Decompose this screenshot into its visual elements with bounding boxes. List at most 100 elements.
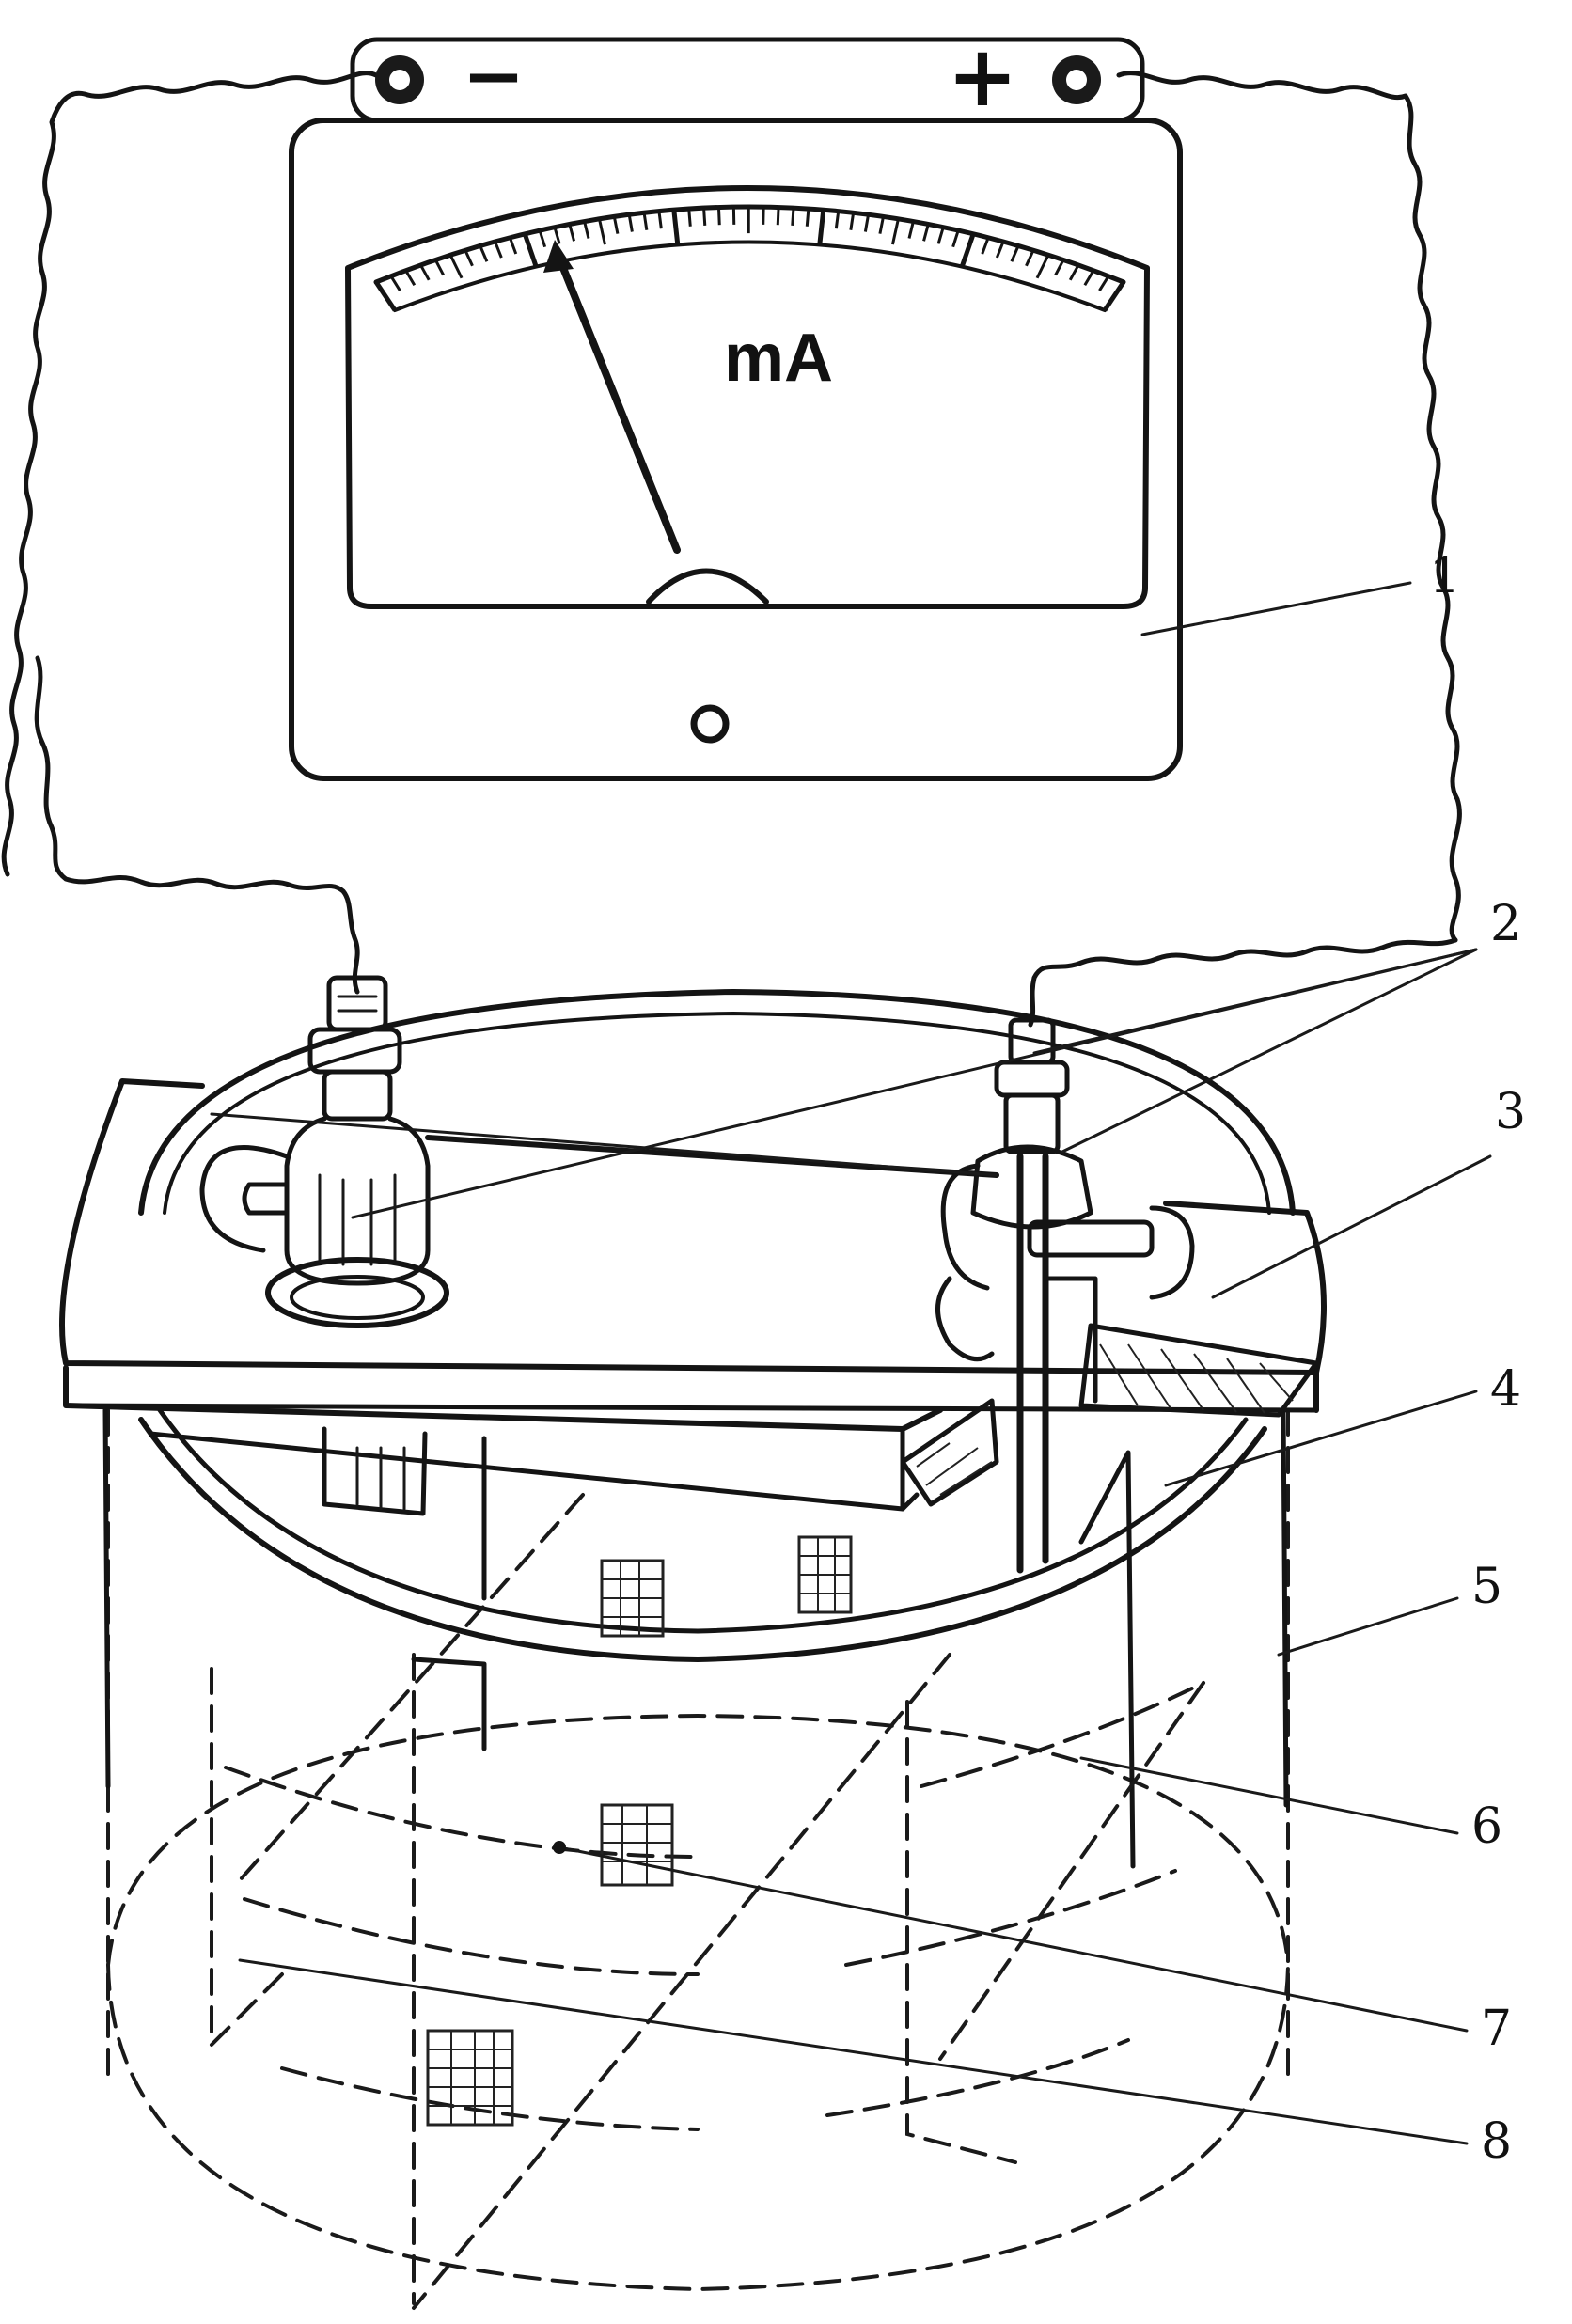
callout-8: 8 bbox=[1481, 2113, 1512, 2170]
positive-terminal-label: + bbox=[947, 26, 1017, 126]
scale-tick bbox=[702, 208, 707, 226]
left-terminal-post bbox=[199, 975, 449, 1328]
scale-tick bbox=[936, 227, 945, 244]
scale-tick bbox=[1098, 275, 1110, 291]
leader-2b bbox=[351, 948, 1478, 1219]
needle-pivot bbox=[646, 568, 769, 605]
scale-tick bbox=[642, 212, 649, 230]
leader-8 bbox=[238, 1958, 1469, 2145]
sample-mesh-center bbox=[600, 1803, 674, 1887]
leader-2d bbox=[210, 1112, 998, 1177]
leader-2c bbox=[1061, 948, 1478, 1154]
scale-tick bbox=[583, 221, 590, 239]
leader-5 bbox=[1277, 1596, 1459, 1657]
scale-tick bbox=[1054, 259, 1065, 276]
callout-4: 4 bbox=[1490, 1361, 1521, 1418]
scale-tick bbox=[508, 237, 518, 255]
leader-lines bbox=[210, 581, 1492, 2145]
callout-numbers: 1 2 3 4 5 6 7 8 bbox=[1429, 548, 1526, 2170]
scale-tick bbox=[951, 229, 960, 248]
wire-positive bbox=[1116, 71, 1462, 943]
scale-tick bbox=[522, 232, 539, 268]
scale-tick bbox=[878, 216, 885, 234]
scale-tick bbox=[791, 208, 795, 226]
scale-tick bbox=[995, 241, 1005, 259]
vessel-rim-back bbox=[138, 989, 1296, 1216]
scale-ticks bbox=[373, 207, 1126, 312]
callout-1: 1 bbox=[1429, 548, 1460, 605]
lid-top bbox=[59, 1078, 1327, 1375]
scale-tick bbox=[1068, 264, 1080, 281]
scale-tick bbox=[671, 209, 681, 245]
callout-5: 5 bbox=[1471, 1559, 1502, 1615]
scale-arc-inner bbox=[393, 240, 1107, 312]
dial-window bbox=[345, 185, 1150, 609]
sample-mesh-back-right bbox=[797, 1535, 853, 1614]
wire-negative bbox=[1, 71, 379, 877]
scale-tick bbox=[907, 221, 915, 239]
milliammeter: − + mA bbox=[289, 26, 1183, 781]
scale-tick bbox=[1025, 249, 1035, 267]
scale-tick bbox=[1102, 280, 1126, 312]
sample-mesh-bottom bbox=[426, 2029, 514, 2127]
scale-tick bbox=[373, 280, 398, 312]
leader-3 bbox=[1211, 1154, 1492, 1299]
callout-2: 2 bbox=[1490, 896, 1521, 952]
scale-tick bbox=[553, 227, 561, 244]
scale-tick bbox=[849, 212, 856, 230]
scale-tick bbox=[538, 229, 547, 248]
leader-7 bbox=[558, 1845, 1469, 2033]
scale-tick bbox=[687, 208, 692, 227]
meter-needle bbox=[556, 255, 681, 554]
lid bbox=[59, 1078, 1327, 1512]
right-terminal-post bbox=[935, 1017, 1195, 1574]
negative-terminal-screw bbox=[375, 55, 424, 104]
sample-mesh-back-left bbox=[600, 1559, 665, 1638]
scale-tick bbox=[981, 237, 990, 255]
scale-tick bbox=[817, 209, 826, 245]
scale-tick bbox=[433, 259, 445, 276]
right-electrode-plate bbox=[1078, 1450, 1136, 1869]
scale-tick bbox=[834, 211, 841, 229]
scale-tick bbox=[597, 218, 606, 245]
scale-tick bbox=[959, 232, 976, 268]
scale-tick bbox=[922, 224, 930, 242]
scale-tick bbox=[479, 244, 489, 262]
leader-6 bbox=[1079, 1756, 1459, 1835]
scale-tick bbox=[1010, 244, 1020, 262]
scale-tick bbox=[1083, 269, 1095, 287]
vessel-bottom bbox=[106, 1963, 1290, 2292]
scale-tick bbox=[1035, 254, 1050, 279]
scale-tick bbox=[805, 208, 810, 227]
scale-tick bbox=[657, 211, 663, 229]
scale-tick bbox=[404, 269, 417, 287]
needle-tip bbox=[543, 240, 574, 273]
vessel-rim-front bbox=[138, 1417, 1267, 1662]
callout-3: 3 bbox=[1495, 1084, 1526, 1140]
negative-terminal-label: − bbox=[462, 31, 525, 119]
scale-tick bbox=[419, 264, 431, 281]
scale-tick bbox=[464, 249, 474, 267]
scale-tick bbox=[890, 218, 900, 245]
scale-tick bbox=[627, 213, 634, 232]
leader-4 bbox=[1164, 1390, 1478, 1487]
meter-housing bbox=[289, 118, 1183, 781]
scale-tick bbox=[389, 275, 401, 291]
scale-tick bbox=[568, 224, 575, 242]
scale-tick bbox=[863, 213, 871, 232]
callout-6: 6 bbox=[1471, 1798, 1502, 1855]
scale-tick bbox=[612, 216, 620, 234]
electrode-plates bbox=[210, 1426, 1205, 2310]
wire-positive-lower bbox=[1028, 937, 1458, 1028]
left-electrode-plate bbox=[322, 1426, 428, 1516]
scale-tick bbox=[716, 207, 721, 226]
scale-tick bbox=[494, 241, 503, 259]
connecting-wires bbox=[1, 71, 1462, 1028]
zero-adjust-screw bbox=[690, 704, 730, 744]
positive-terminal-screw bbox=[1052, 55, 1101, 104]
glass-vessel bbox=[102, 989, 1296, 2292]
meter-unit-label: mA bbox=[724, 321, 833, 396]
sample-meshes bbox=[426, 1535, 853, 2127]
scale-tick bbox=[448, 254, 464, 279]
